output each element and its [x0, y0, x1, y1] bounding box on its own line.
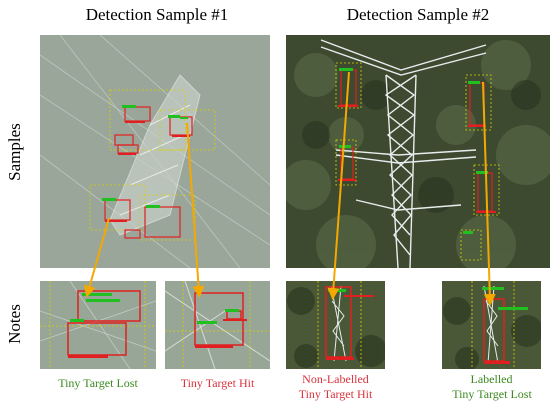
note4-image: [442, 281, 541, 369]
caption-tiny-target-lost: Tiny Target Lost: [58, 376, 138, 390]
sample1-header: Detection Sample #1: [85, 5, 229, 24]
notes-row-label: Notes: [5, 304, 24, 344]
note1-image: [40, 281, 156, 369]
note2-image: [165, 281, 270, 369]
caption-non-labelled-line2: Tiny Target Hit: [298, 387, 373, 401]
note3-image: [286, 281, 385, 369]
caption-non-labelled-line1: Non-Labelled: [302, 372, 369, 386]
sample2-image: [286, 35, 550, 268]
caption-labelled-line1: Labelled: [470, 372, 513, 386]
tower-shape: [320, 39, 487, 268]
sample2-header: Detection Sample #2: [346, 5, 490, 24]
caption-tiny-target-hit: Tiny Target Hit: [180, 376, 255, 390]
sample1-image: [40, 35, 270, 268]
samples-row-label: Samples: [5, 123, 24, 181]
caption-labelled-line2: Tiny Target Lost: [452, 387, 532, 401]
